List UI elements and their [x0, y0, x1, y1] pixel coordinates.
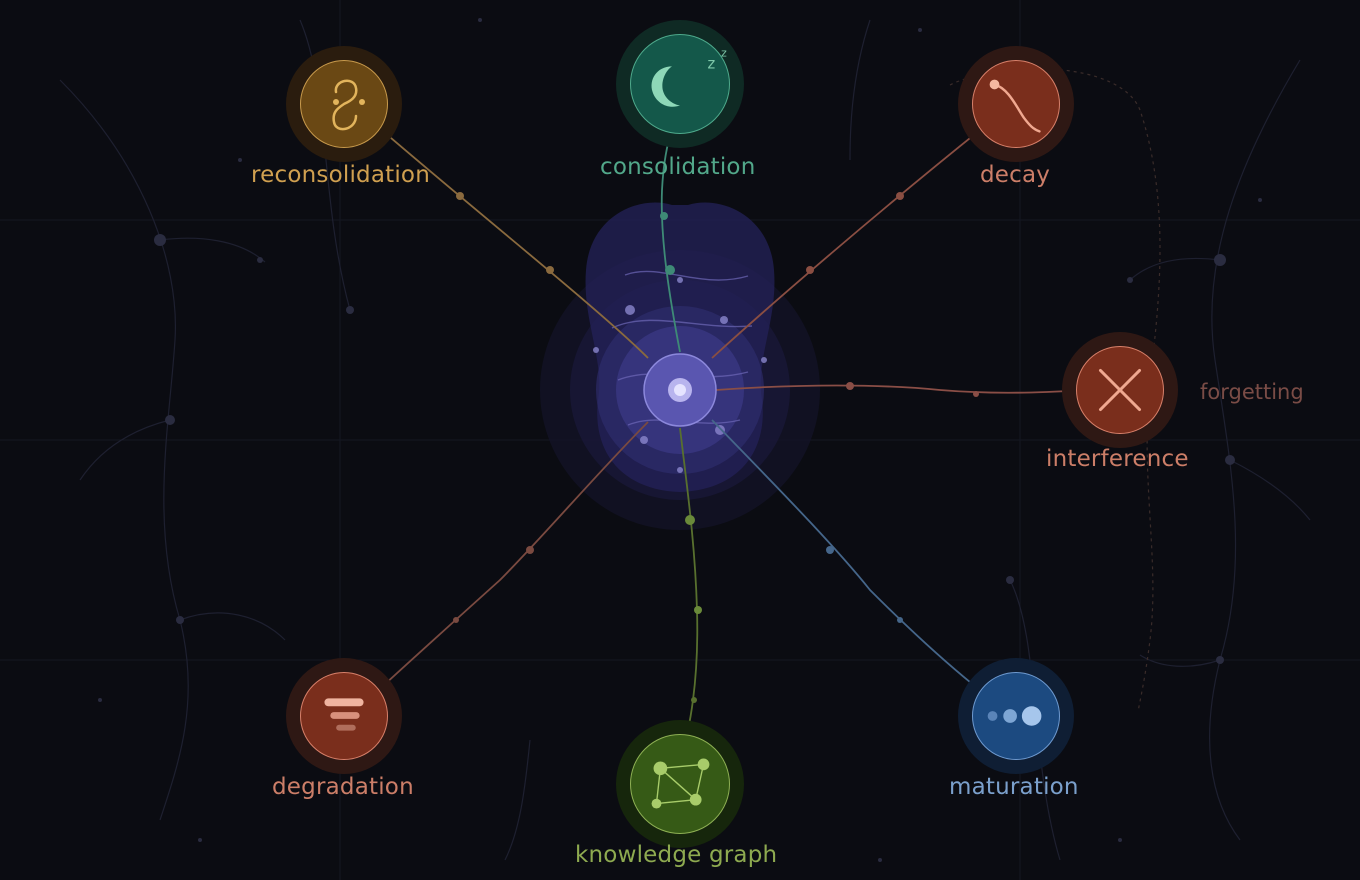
- node-label: maturation: [949, 774, 1079, 800]
- svg-text:z: z: [721, 47, 727, 60]
- node-degradation[interactable]: degradation: [272, 658, 414, 800]
- sleep-moon-icon: z z z: [651, 47, 727, 107]
- node-label: knowledge graph: [575, 842, 778, 868]
- link-reconsolidation: [369, 119, 649, 359]
- node-reconsolidation[interactable]: reconsolidation: [251, 46, 430, 188]
- node-knowledge-graph[interactable]: knowledge graph: [575, 720, 777, 868]
- link-knowledge-graph: [679, 427, 699, 761]
- node-decay[interactable]: decay: [958, 46, 1074, 188]
- link-degradation: [369, 421, 649, 699]
- loop-icon: [332, 79, 365, 131]
- node-label: decay: [980, 162, 1051, 188]
- node-label: consolidation: [600, 154, 756, 180]
- node-label: degradation: [272, 774, 414, 800]
- growing-dots-icon: [987, 706, 1042, 726]
- graph-network-icon: [651, 758, 710, 809]
- link-interference: [715, 384, 1091, 394]
- cross-icon: [1098, 368, 1142, 412]
- fading-bars-icon: [324, 698, 364, 731]
- node-label: interference: [1046, 446, 1189, 472]
- forgetting-label: forgetting: [1200, 380, 1304, 404]
- node-interference[interactable]: interference: [1046, 332, 1189, 472]
- link-maturation: [711, 419, 991, 699]
- node-consolidation[interactable]: z z z consolidation: [600, 20, 755, 180]
- node-maturation[interactable]: maturation: [949, 658, 1079, 800]
- decay-curve-icon: [989, 79, 1041, 133]
- link-decay: [711, 121, 991, 359]
- svg-text:z: z: [707, 55, 715, 72]
- node-label: reconsolidation: [251, 162, 430, 188]
